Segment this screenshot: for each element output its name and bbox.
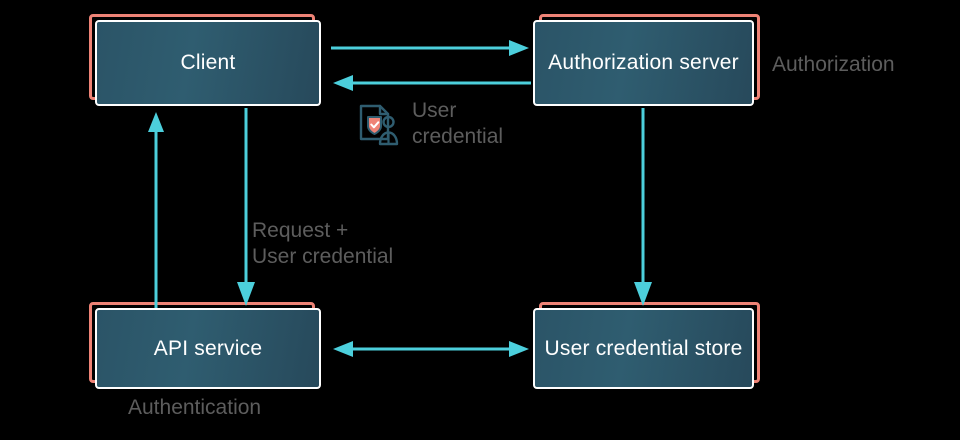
arrow-api-service-credential-store <box>331 341 531 357</box>
node-user-credential-store[interactable]: User credential store <box>533 302 760 389</box>
node-authorization-server-label: Authorization server <box>533 20 754 106</box>
arrow-api-service-to-client <box>148 112 164 308</box>
label-authentication: Authentication <box>128 396 262 419</box>
label-user-credential: User credential <box>412 99 504 149</box>
label-authorization: Authorization <box>772 53 895 76</box>
node-authorization-server[interactable]: Authorization server <box>533 14 760 106</box>
node-client-label: Client <box>95 20 321 106</box>
node-user-credential-store-label: User credential store <box>533 308 754 389</box>
node-api-service[interactable]: API service <box>89 302 321 389</box>
arrow-client-to-api-service <box>237 108 255 306</box>
node-api-service-label: API service <box>95 308 321 389</box>
arrow-auth-server-to-client <box>331 75 531 91</box>
arrow-auth-server-to-credential-store <box>634 108 652 306</box>
node-client[interactable]: Client <box>89 14 321 106</box>
user-credential-document-icon <box>357 103 401 149</box>
label-request-user-credential: Request + User credential <box>252 219 394 269</box>
arrow-client-to-auth-server <box>331 40 531 56</box>
